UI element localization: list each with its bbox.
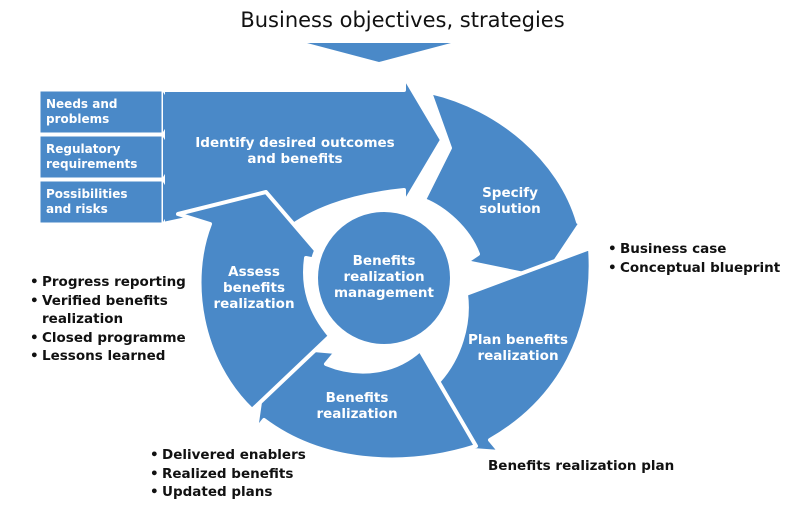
- assess-outputs: Progress reporting Verified benefits rea…: [30, 273, 200, 366]
- specify-outputs: Business case Conceptual blueprint: [608, 240, 798, 277]
- segment-plan-label: Plan benefits realization: [467, 332, 569, 364]
- segment-realize-label: Benefits realization: [316, 390, 398, 422]
- objectives-arrow: [307, 43, 451, 62]
- segment-specify-shape: [422, 90, 590, 280]
- realize-outputs: Delivered enablers Realized benefits Upd…: [150, 446, 320, 502]
- list-item: Lessons learned: [30, 347, 200, 366]
- input-box-possibilities-tip: [163, 182, 176, 222]
- list-item: Conceptual blueprint: [608, 259, 798, 278]
- list-item: Closed programme: [30, 329, 200, 348]
- segment-specify-label: Specify solution: [479, 185, 541, 217]
- plan-output: Benefits realization plan: [488, 458, 675, 474]
- center-hub-core: [318, 212, 450, 344]
- input-box-possibilities: [37, 178, 165, 226]
- input-label-needs: Needs and problems: [46, 97, 118, 126]
- list-item: Business case: [608, 240, 798, 259]
- list-item: Realized benefits: [150, 465, 320, 484]
- input-label-regulatory: Regulatory requirements: [46, 142, 138, 171]
- input-label-possibilities: Possibilities and risks: [46, 187, 128, 216]
- segment-identify-label: Identify desired outcomes and benefits: [195, 135, 395, 167]
- diagram-title: Business objectives, strategies: [240, 8, 565, 32]
- list-item: Verified benefits realization: [30, 292, 200, 329]
- input-box-needs-tip: [163, 92, 176, 132]
- segment-assess-label: Assess benefits realization: [213, 264, 295, 312]
- list-item: Progress reporting: [30, 273, 200, 292]
- segment-plan-shape: [416, 246, 593, 454]
- input-box-regulatory-tip: [163, 137, 176, 177]
- list-item: Delivered enablers: [150, 446, 320, 465]
- segment-realize-shape: [254, 344, 478, 462]
- input-box-regulatory: [37, 133, 165, 181]
- segment-assess-shape: [176, 190, 332, 412]
- list-item: Updated plans: [150, 483, 320, 502]
- center-label: Benefits realization management: [333, 253, 434, 301]
